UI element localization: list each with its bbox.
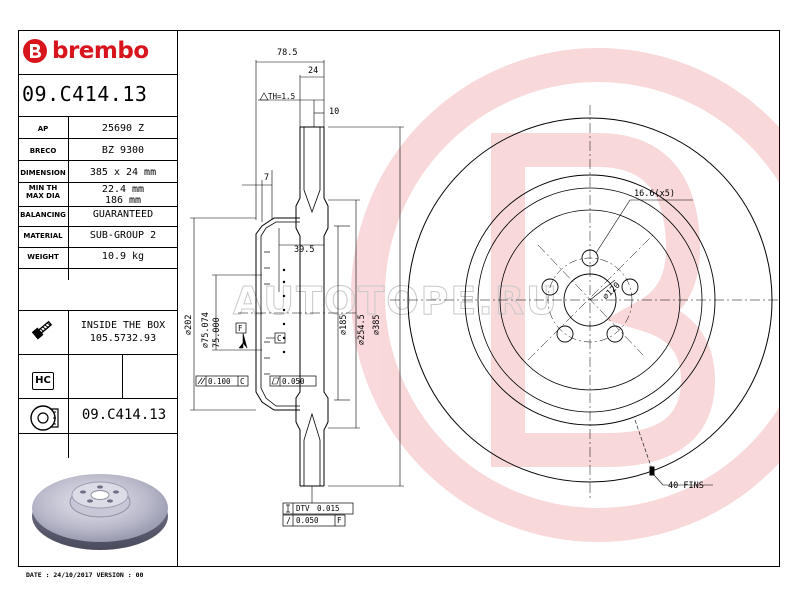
parallelism-value: 0.100 — [208, 377, 231, 386]
dim-overall-width: 78.5 — [277, 48, 297, 58]
watermark-text: AUTOTOPE.RU — [233, 279, 559, 323]
parallelism-icon — [197, 377, 206, 385]
dim-hub-depth: 39.5 — [294, 245, 314, 255]
divider — [18, 116, 177, 117]
spec-value-material: SUB-GROUP 2 — [89, 230, 157, 241]
spec-value-breco: BZ 9300 — [101, 145, 145, 156]
spec-value-weight: 10.9 kg — [101, 251, 145, 262]
parallelism-frame: 0.100 C — [195, 375, 249, 387]
divider — [18, 354, 177, 355]
spec-label-balancing: BALANCING — [20, 211, 66, 219]
flatness-icon — [271, 377, 280, 385]
dtv-label: DTV — [296, 504, 310, 513]
spec-value-balancing: GUARANTEED — [92, 209, 154, 220]
spec-label-min-th-max-dia: MIN TH MAX DIA — [25, 184, 61, 200]
part-number: 09.C414.13 — [22, 82, 148, 106]
flatness-value: 0.050 — [282, 377, 305, 386]
runout-ref: F — [337, 516, 342, 525]
footer-date-version: DATE : 24/10/2017 VERSION : 00 — [26, 571, 144, 579]
dim-diameter-254-5: ⌀254.5 — [357, 314, 367, 345]
screw-icon — [31, 320, 53, 340]
hc-badge: HC — [32, 372, 54, 390]
spec-label-ap: AP — [37, 125, 49, 133]
divider — [18, 160, 177, 161]
brembo-disc-logo-icon — [23, 39, 47, 63]
dim-offset: 7 — [264, 173, 269, 183]
part-number-repeat: 09.C414.13 — [81, 407, 167, 423]
dim-diameter-202: ⌀202 — [184, 315, 194, 335]
dim-holes: 16.6(x5) — [634, 189, 675, 199]
dim-thickness: 24 — [308, 66, 318, 76]
divider — [18, 398, 177, 399]
dim-th: TH=1.5 — [268, 92, 295, 101]
divider — [18, 310, 177, 311]
watermark-logo-icon — [351, 48, 780, 542]
dim-diameter-75-074: ⌀75.074 — [201, 312, 211, 348]
spec-value-dimension: 385 x 24 mm — [89, 167, 157, 178]
spec-value-ap: 25690 Z — [101, 123, 145, 134]
disc-front-view — [390, 105, 780, 500]
spec-label-breco: BRECO — [29, 147, 57, 155]
dtv-frame: DTV 0.015 — [282, 502, 354, 515]
parallelism-ref: C — [240, 377, 245, 386]
technical-drawing: AUTOTOPE.RU — [184, 48, 780, 542]
brake-disc-wear-icon — [30, 405, 59, 431]
runout-frame: 0.050 F — [282, 486, 346, 527]
divider — [122, 354, 123, 398]
divider — [18, 206, 177, 207]
datum-c-label: C — [277, 334, 282, 343]
bolt-hole — [556, 325, 574, 343]
brand-name: brembo — [52, 38, 149, 64]
datum-f-box — [235, 322, 247, 334]
divider — [18, 138, 177, 139]
bolt-hole — [541, 278, 559, 296]
datum-f-label: F — [238, 324, 243, 333]
divider — [18, 247, 177, 248]
dim-diameter-185: ⌀185 — [339, 315, 349, 335]
brake-disc-photo — [32, 474, 168, 550]
runout-icon — [286, 516, 291, 525]
divider — [18, 433, 177, 434]
dim-fins: 40 FINS — [668, 481, 704, 491]
dtv-icon — [286, 504, 290, 513]
divider — [18, 226, 177, 227]
info-panel: brembo 09.C414.13 AP 25690 Z BRECO BZ 93… — [18, 30, 178, 567]
th-triangle-icon — [259, 92, 269, 101]
sheet-frame — [18, 30, 780, 567]
bolt-hole — [621, 278, 639, 296]
spec-label-dimension: DIMENSION — [20, 169, 66, 177]
inside-box-title: INSIDE THE BOX — [80, 320, 166, 331]
dimension-lines — [190, 60, 404, 487]
inside-box-part: 105.5732.93 — [89, 333, 157, 344]
divider — [18, 74, 177, 75]
dtv-value: 0.015 — [317, 504, 340, 513]
spec-label-weight: WEIGHT — [27, 253, 59, 261]
dim-pcd: ⌀120 — [601, 281, 623, 303]
box-column-divider — [68, 310, 69, 458]
runout-value: 0.050 — [296, 516, 319, 525]
dim-step: 10 — [329, 107, 339, 117]
brembo-logo: brembo — [22, 38, 149, 64]
divider — [18, 268, 177, 269]
dim-diameter-385: ⌀385 — [372, 315, 382, 335]
spec-value-min-th-max-dia: 22.4 mm 186 mm — [101, 184, 145, 206]
divider — [18, 182, 177, 183]
spec-label-material: MATERIAL — [23, 232, 63, 240]
datum-f-arrow-icon — [238, 332, 248, 349]
flatness-frame: 0.050 — [269, 375, 317, 387]
spec-column-divider — [68, 116, 69, 280]
dim-diameter-75-000: 75.000 — [212, 317, 222, 348]
